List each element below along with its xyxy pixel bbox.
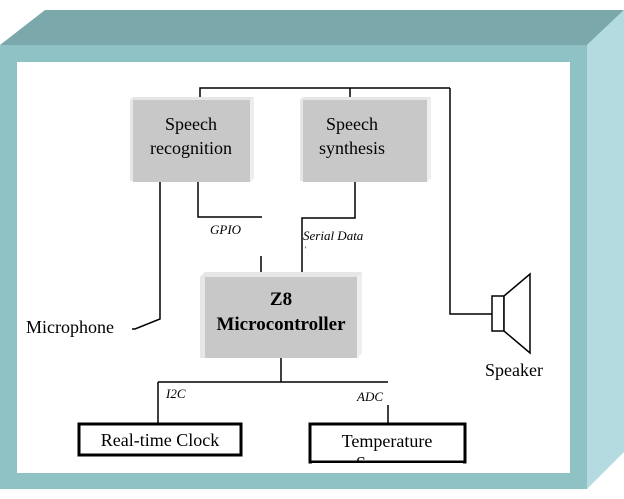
serial-data-wire bbox=[301, 182, 356, 273]
temperature-clip-cover bbox=[312, 463, 463, 473]
gpio-label: GPIO bbox=[210, 222, 242, 237]
frame-inner-panel bbox=[17, 62, 570, 473]
speaker-label: Speaker bbox=[485, 360, 543, 380]
z8-label-line1: Z8 bbox=[270, 289, 292, 310]
speaker-icon bbox=[491, 272, 531, 355]
z8-microcontroller-block: Z8 Microcontroller bbox=[200, 272, 362, 358]
serial-data-label: Serial Data bbox=[303, 228, 364, 243]
real-time-clock-label: Real-time Clock bbox=[101, 430, 219, 450]
speech-synthesis-line2: synthesis bbox=[319, 138, 385, 158]
speech-recognition-line1: Speech bbox=[165, 114, 217, 134]
frame-top-face bbox=[0, 10, 624, 45]
temperature-label: Temperature bbox=[342, 431, 433, 451]
gpio-wire bbox=[197, 182, 262, 218]
adc-label: ADC bbox=[356, 389, 383, 404]
frame-side-face bbox=[587, 10, 624, 489]
z8-label-line2: Microcontroller bbox=[216, 314, 346, 335]
microphone-label: Microphone bbox=[26, 317, 114, 337]
speaker-wire bbox=[449, 88, 492, 315]
serial-data-clipped-mark: ' bbox=[305, 245, 307, 254]
microphone-wire bbox=[132, 182, 161, 330]
speech-recognition-line2: recognition bbox=[150, 138, 232, 158]
speech-recognition-block: Speech recognition bbox=[130, 97, 254, 182]
speech-synthesis-line1: Speech bbox=[326, 114, 378, 134]
real-time-clock-block: Real-time Clock bbox=[77, 422, 243, 457]
speech-synthesis-block: Speech synthesis bbox=[300, 97, 431, 182]
i2c-label: I2C bbox=[165, 386, 186, 401]
